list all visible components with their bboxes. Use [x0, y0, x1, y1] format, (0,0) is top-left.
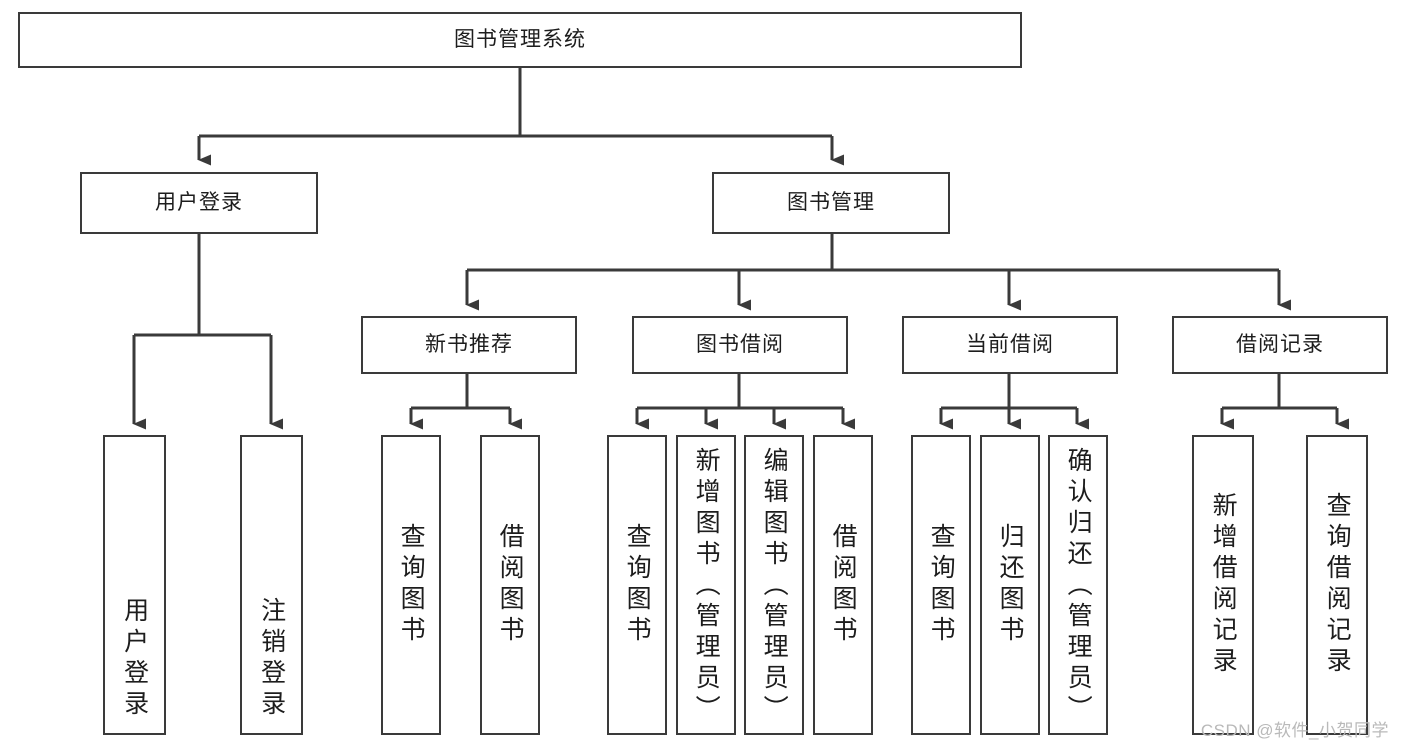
node-book-borrow-label: 图书借阅 — [696, 332, 784, 356]
node-user-login-label: 用户登录 — [155, 190, 243, 214]
leaf-add-record[interactable]: 新增借阅记录 — [1192, 435, 1254, 735]
node-new-book-recommend-label: 新书推荐 — [425, 332, 513, 356]
node-new-book-recommend[interactable]: 新书推荐 — [361, 316, 577, 374]
leaf-add-record-label: 新增借阅记录 — [1209, 492, 1238, 678]
leaf-query-record[interactable]: 查询借阅记录 — [1306, 435, 1368, 735]
leaf-borrow-book-1-label: 借阅图书 — [496, 523, 525, 647]
leaf-query-book-1-label: 查询图书 — [397, 523, 426, 647]
node-current-borrow[interactable]: 当前借阅 — [902, 316, 1118, 374]
leaf-borrow-book-1[interactable]: 借阅图书 — [480, 435, 540, 735]
watermark: CSDN @软件_小贺同学 — [1200, 721, 1389, 740]
node-current-borrow-label: 当前借阅 — [966, 332, 1054, 356]
leaf-confirm-return-label: 确认归还（管理员） — [1064, 447, 1093, 726]
leaf-edit-book[interactable]: 编辑图书（管理员） — [744, 435, 804, 735]
node-borrow-record-label: 借阅记录 — [1236, 332, 1324, 356]
leaf-return-book-label: 归还图书 — [996, 523, 1025, 647]
leaf-borrow-book-2-label: 借阅图书 — [829, 523, 858, 647]
leaf-query-book-2[interactable]: 查询图书 — [607, 435, 667, 735]
node-book-manage-label: 图书管理 — [787, 190, 875, 214]
leaf-add-book-label: 新增图书（管理员） — [692, 447, 721, 726]
leaf-query-book-1[interactable]: 查询图书 — [381, 435, 441, 735]
node-book-borrow[interactable]: 图书借阅 — [632, 316, 848, 374]
leaf-user-login-label: 用户登录 — [120, 597, 149, 721]
leaf-add-book[interactable]: 新增图书（管理员） — [676, 435, 736, 735]
node-root-label: 图书管理系统 — [454, 27, 586, 51]
leaf-edit-book-label: 编辑图书（管理员） — [760, 447, 789, 726]
node-borrow-record[interactable]: 借阅记录 — [1172, 316, 1388, 374]
leaf-query-book-3[interactable]: 查询图书 — [911, 435, 971, 735]
leaf-borrow-book-2[interactable]: 借阅图书 — [813, 435, 873, 735]
leaf-logout-label: 注销登录 — [257, 597, 286, 721]
leaf-confirm-return[interactable]: 确认归还（管理员） — [1048, 435, 1108, 735]
node-user-login[interactable]: 用户登录 — [80, 172, 318, 234]
leaf-logout[interactable]: 注销登录 — [240, 435, 303, 735]
leaf-query-book-3-label: 查询图书 — [927, 523, 956, 647]
leaf-query-record-label: 查询借阅记录 — [1323, 492, 1352, 678]
node-root[interactable]: 图书管理系统 — [18, 12, 1022, 68]
leaf-return-book[interactable]: 归还图书 — [980, 435, 1040, 735]
leaf-user-login[interactable]: 用户登录 — [103, 435, 166, 735]
node-book-manage[interactable]: 图书管理 — [712, 172, 950, 234]
leaf-query-book-2-label: 查询图书 — [623, 523, 652, 647]
